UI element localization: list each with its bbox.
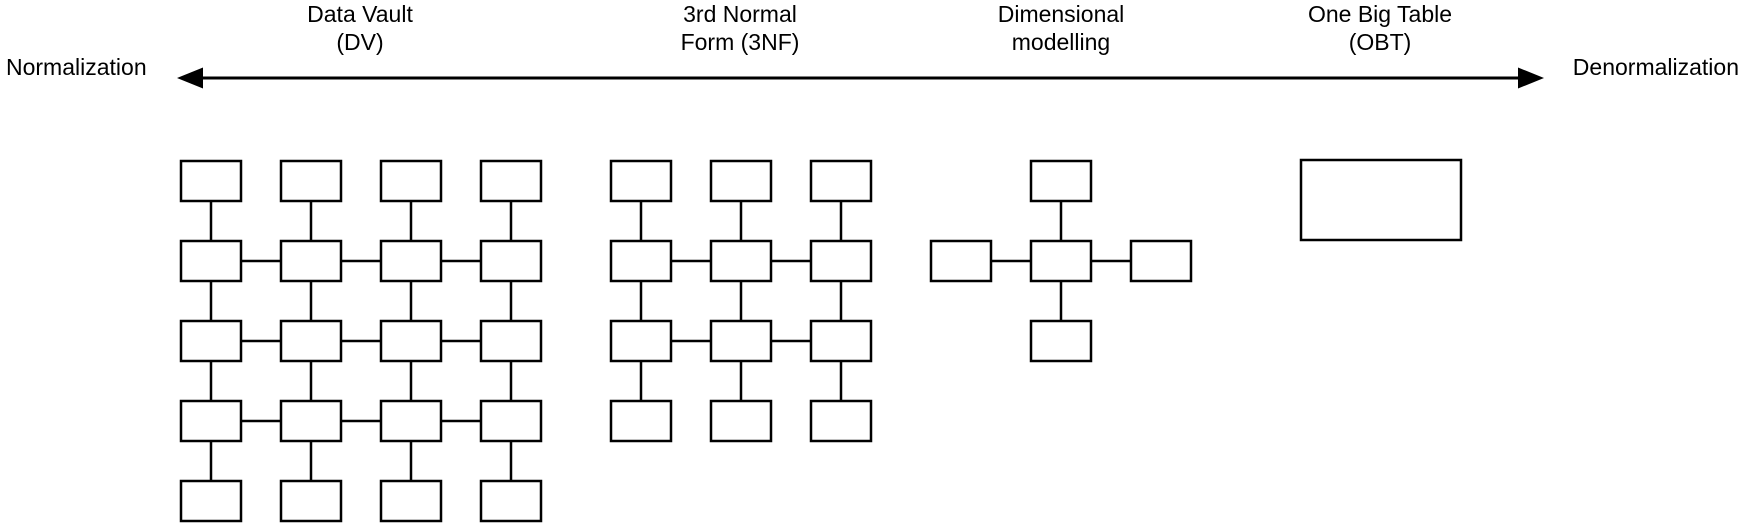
schema-box [609,239,673,283]
schema-box [179,159,243,203]
schema-box [609,319,673,363]
schema-box [479,319,543,363]
one-big-table-schema [1299,158,1463,242]
method-label-dimensional-modelling: Dimensional modelling [998,0,1125,56]
method-label-line1: 3rd Normal [683,1,797,27]
method-label-line1: Dimensional [997,1,1125,27]
schema-box [479,479,543,523]
dimensional-star-schema [929,159,1193,363]
method-label-line1: One Big Table [1307,1,1453,27]
schema-box [809,239,873,283]
schema-box [709,159,773,203]
schema-box [1129,239,1193,283]
method-label-one-big-table: One Big Table (OBT) [1308,0,1452,56]
method-label-line2: Form (3NF) [680,29,800,55]
schema-box [279,239,343,283]
schema-box [1029,239,1093,283]
normalization-label: Normalization [6,54,147,80]
schema-box [1029,159,1093,203]
method-label-third-normal-form: 3rd Normal Form (3NF) [681,0,800,56]
schema-box [809,399,873,443]
schema-box [1029,319,1093,363]
schema-box [1299,158,1463,242]
schema-box [479,159,543,203]
schema-box [179,239,243,283]
schema-box [279,399,343,443]
method-label-line2: (OBT) [1348,29,1412,55]
schema-box [279,159,343,203]
schema-box [609,159,673,203]
schema-box [379,319,443,363]
schema-box [479,399,543,443]
denormalization-label: Denormalization [1572,54,1739,80]
schema-box [279,319,343,363]
method-label-line1: Data Vault [307,1,413,27]
data-vault-schema [179,159,543,523]
method-label-line2: modelling [1011,29,1111,55]
schema-box [179,319,243,363]
schema-box [379,399,443,443]
spectrum-arrow [177,67,1544,89]
schema-box [809,319,873,363]
schema-box [709,399,773,443]
schema-box [609,399,673,443]
schema-box [709,319,773,363]
arrowhead-right-icon [1518,67,1544,89]
schema-box [709,239,773,283]
method-label-data-vault: Data Vault (DV) [307,0,413,56]
arrowhead-left-icon [177,67,203,89]
schema-box [929,239,993,283]
schema-box [379,479,443,523]
schema-box [179,399,243,443]
schema-box [179,479,243,523]
method-label-line2: (DV) [336,29,384,55]
schema-box [379,159,443,203]
schema-box [809,159,873,203]
schema-box [279,479,343,523]
schema-box [379,239,443,283]
schema-box [479,239,543,283]
third-normal-form-schema [609,159,873,443]
